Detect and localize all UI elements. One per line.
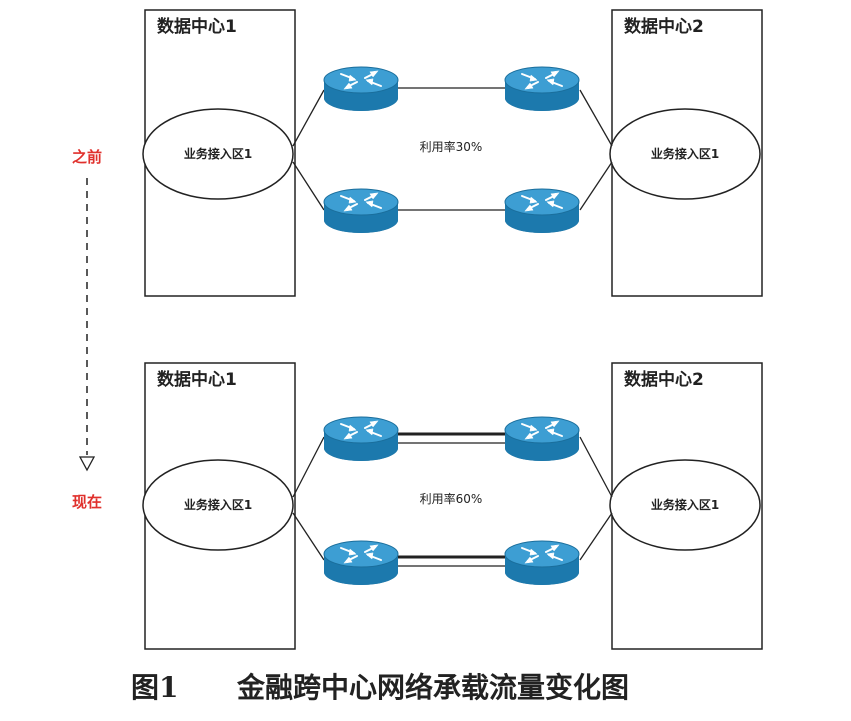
scenario-now: 数据中心1 业务接入区1 数据中心2 业务接入区1 利用率60% bbox=[142, 362, 763, 650]
router-icon bbox=[323, 540, 399, 586]
router-icon bbox=[504, 188, 580, 234]
connector-line bbox=[292, 89, 325, 147]
router-icon bbox=[504, 416, 580, 462]
figure-number: 图1 bbox=[131, 671, 178, 704]
access-zone-left bbox=[142, 108, 294, 200]
access-zone-right-label: 业务接入区1 bbox=[651, 497, 719, 512]
utilization-label: 利用率60% bbox=[420, 491, 483, 506]
arrow-down-icon bbox=[78, 456, 96, 472]
connector-line bbox=[579, 89, 613, 147]
connector-line bbox=[579, 436, 613, 498]
scenario-before: 数据中心1 业务接入区1 数据中心2 业务接入区1 利用率30% bbox=[142, 9, 763, 297]
datacenter-1-label: 数据中心1 bbox=[157, 16, 237, 37]
datacenter-2-label: 数据中心2 bbox=[624, 16, 704, 37]
connector-line bbox=[292, 512, 325, 561]
now-label: 现在 bbox=[72, 493, 102, 511]
datacenter-1-label: 数据中心1 bbox=[157, 369, 237, 390]
before-label: 之前 bbox=[72, 148, 102, 166]
connector-line bbox=[579, 512, 613, 561]
utilization-label: 利用率30% bbox=[420, 139, 483, 154]
router-icon bbox=[504, 66, 580, 112]
connector-line bbox=[292, 161, 325, 211]
access-zone-left bbox=[142, 459, 294, 551]
figure-title: 金融跨中心网络承载流量变化图 bbox=[236, 671, 629, 704]
router-icon bbox=[323, 416, 399, 462]
timeline: 之前 现在 bbox=[72, 148, 102, 511]
router-icon bbox=[504, 540, 580, 586]
connector-line bbox=[292, 436, 325, 498]
access-zone-right-label: 业务接入区1 bbox=[651, 146, 719, 161]
router-icon bbox=[323, 188, 399, 234]
access-zone-left-label: 业务接入区1 bbox=[184, 497, 252, 512]
router-icon bbox=[323, 66, 399, 112]
figure-caption: 图1 金融跨中心网络承载流量变化图 bbox=[131, 671, 629, 704]
access-zone-right bbox=[609, 459, 761, 551]
datacenter-2-label: 数据中心2 bbox=[624, 369, 704, 390]
access-zone-right bbox=[609, 108, 761, 200]
connector-line bbox=[579, 161, 613, 211]
access-zone-left-label: 业务接入区1 bbox=[184, 146, 252, 161]
